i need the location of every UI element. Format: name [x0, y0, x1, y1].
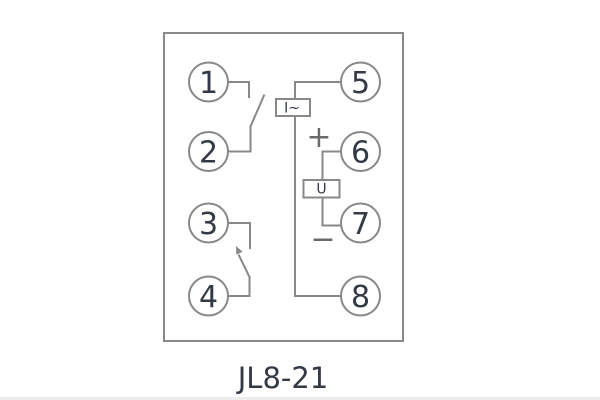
wire-terminal-4	[227, 276, 251, 297]
voltage-element-label: U	[316, 182, 326, 198]
relay-case-outline	[163, 32, 404, 342]
voltage-element-box	[302, 179, 341, 199]
page-bottom-edge	[0, 397, 600, 400]
model-caption: JL8-21	[236, 361, 329, 395]
wire-terminal-7	[321, 196, 343, 227]
wire-terminal-1	[227, 81, 250, 98]
contact-blade-1-2	[249, 94, 266, 128]
contact-blade-3-4	[237, 254, 251, 279]
terminal-4-circle	[188, 275, 229, 317]
wiring-lines	[163, 32, 404, 342]
terminal-4-label: 4	[199, 280, 218, 315]
terminal-8-circle	[340, 275, 381, 317]
terminal-2-circle	[188, 131, 229, 172]
terminal-1-label: 1	[199, 66, 218, 101]
terminal-5-label: 5	[351, 66, 370, 101]
terminal-1-circle	[188, 61, 229, 103]
terminal-5-circle	[340, 61, 381, 103]
terminal-3-circle	[188, 202, 229, 244]
terminal-2-label: 2	[199, 136, 218, 171]
terminal-7-label: 7	[351, 207, 370, 242]
plus-sign: +	[306, 120, 331, 155]
terminal-6-circle	[340, 131, 381, 172]
wire-terminal-3	[227, 222, 251, 249]
minus-sign: −	[310, 222, 335, 257]
terminal-7-circle	[340, 202, 381, 244]
polarity-marks: + −	[306, 120, 335, 257]
current-element-label: I~	[284, 101, 300, 117]
current-element-box	[275, 98, 311, 117]
terminal-8-label: 8	[351, 280, 370, 315]
wire-terminal-6	[321, 150, 342, 181]
diagram-labels: 1 2 3 4 5 6 7 8 I~ U JL8-21	[199, 66, 370, 395]
wire-terminal-2	[227, 125, 252, 153]
wire-terminal-5	[294, 81, 342, 100]
terminal-3-label: 3	[199, 207, 218, 242]
terminal-6-label: 6	[351, 136, 370, 171]
contact-arrow-icon	[236, 246, 243, 255]
